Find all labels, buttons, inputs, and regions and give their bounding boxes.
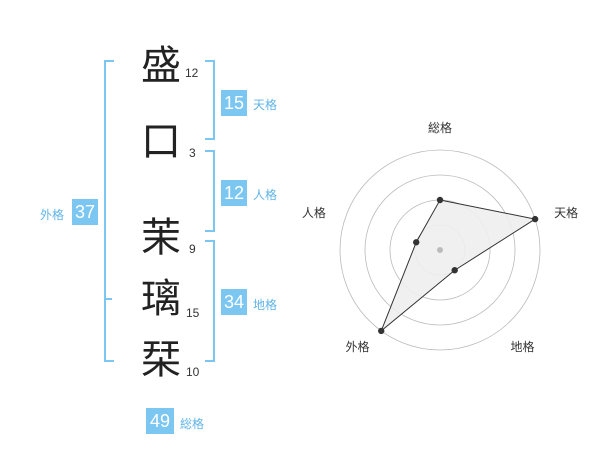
stroke-count-1: 12 xyxy=(185,66,199,80)
chikaku-value: 34 xyxy=(221,289,247,315)
jinkaku-bracket xyxy=(205,150,215,232)
jinkaku-label: 人格 xyxy=(253,188,278,202)
radar-axis-label-1: 総格 xyxy=(428,120,452,135)
tenkaku-value: 15 xyxy=(221,90,247,116)
stroke-count-4: 15 xyxy=(186,306,200,320)
radar-area xyxy=(380,199,537,332)
radar-ring-3 xyxy=(364,174,516,326)
radar-axis-label-2: 天格 xyxy=(554,205,578,220)
name-char-5: 栞 xyxy=(141,337,181,383)
tenkaku-bracket xyxy=(205,60,215,140)
radar-point-3 xyxy=(451,267,458,274)
stroke-count-5: 10 xyxy=(186,365,200,379)
tenkaku-label: 天格 xyxy=(253,98,278,112)
name-char-2: 口 xyxy=(141,119,181,165)
gaikaku-label: 外格 xyxy=(40,208,65,222)
radar-axis-label-4: 外格 xyxy=(345,339,369,354)
radar-point-4 xyxy=(378,327,385,335)
stroke-count-2: 3 xyxy=(189,146,196,160)
name-char-4: 璃 xyxy=(141,276,181,322)
gaikaku-bracket-tick xyxy=(104,298,112,300)
soukaku-value: 49 xyxy=(146,408,174,434)
name-char-3: 茉 xyxy=(141,215,181,261)
soukaku-label: 総格 xyxy=(180,417,205,431)
radar-point-5 xyxy=(413,239,420,246)
gaikaku-bracket xyxy=(104,60,114,362)
radar-center-dot xyxy=(437,247,443,253)
chikaku-bracket xyxy=(205,240,215,362)
stroke-count-3: 9 xyxy=(189,242,196,256)
radar-axis-label-3: 地格 xyxy=(511,339,535,354)
jinkaku-value: 12 xyxy=(221,180,247,206)
gaikaku-value: 37 xyxy=(72,199,98,225)
chikaku-label: 地格 xyxy=(253,298,278,312)
name-char-1: 盛 xyxy=(141,43,181,89)
radar-point-1 xyxy=(436,196,444,204)
radar-axis-label-5: 人格 xyxy=(302,205,326,220)
radar-point-2 xyxy=(531,215,539,223)
radar-ring-4 xyxy=(339,149,541,351)
